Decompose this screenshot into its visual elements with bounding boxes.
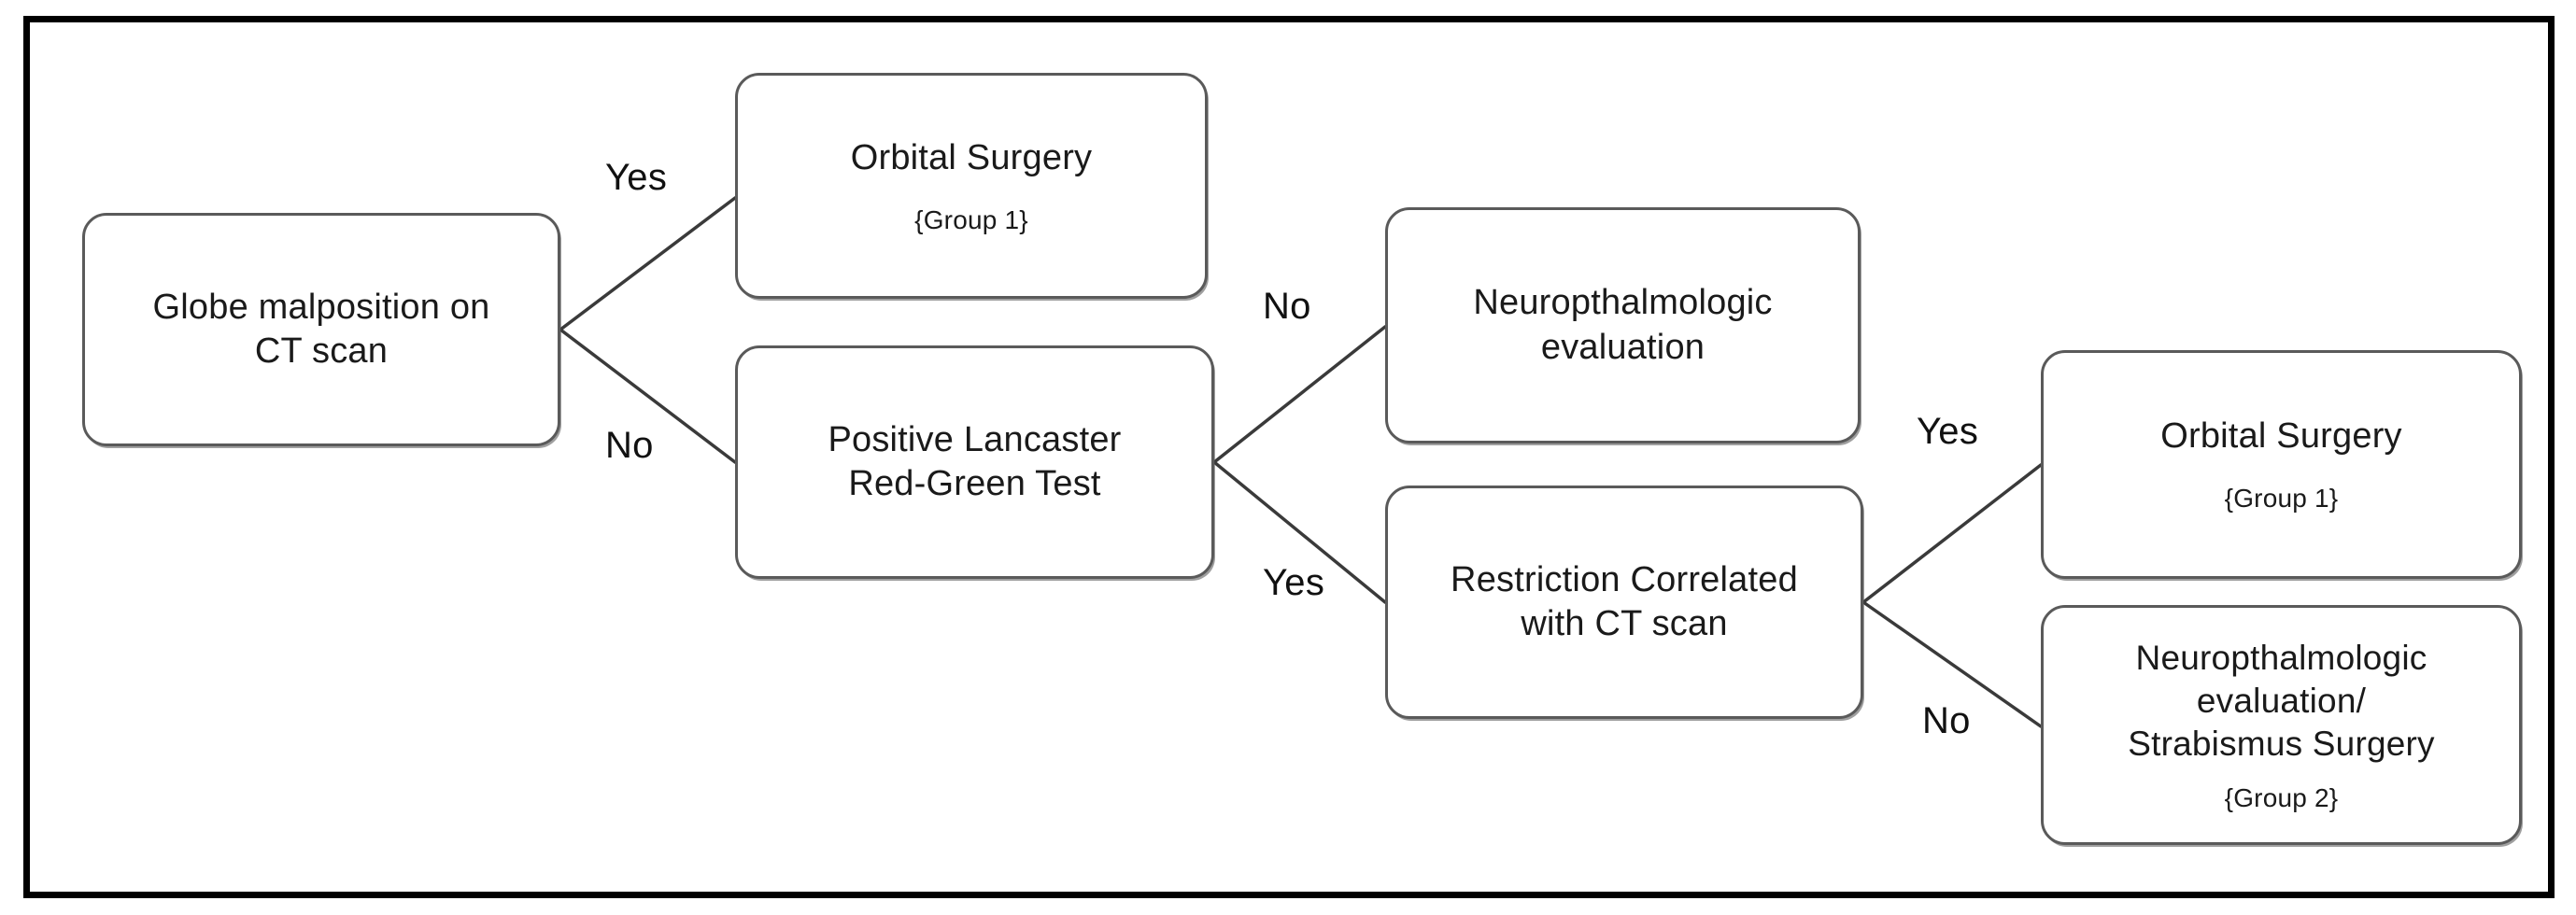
node-title: Positive Lancaster Red-Green Test — [828, 419, 1122, 503]
node-neuropthalmologic-evaluation-strabismus-surgery[interactable]: Neuropthalmologic evaluation/ Strabismus… — [2041, 605, 2522, 845]
edge-label-restriction-yes: Yes — [1917, 411, 1979, 452]
node-group-label: {Group 1} — [2224, 484, 2339, 514]
edge-label-globe-no: No — [605, 425, 654, 466]
node-group-label: {Group 1} — [914, 204, 1028, 234]
node-title: Globe malposition on CT scan — [152, 287, 490, 371]
node-neuropthalmologic-evaluation[interactable]: Neuropthalmologic evaluation — [1385, 207, 1861, 443]
edge-label-lancaster-yes: Yes — [1263, 562, 1325, 603]
node-title: Neuropthalmologic evaluation/ Strabismus… — [2128, 638, 2435, 763]
node-orbital-surgery-2[interactable]: Orbital Surgery {Group 1} — [2041, 350, 2522, 579]
node-lancaster-test[interactable]: Positive Lancaster Red-Green Test — [735, 345, 1214, 579]
node-globe-malposition[interactable]: Globe malposition on CT scan — [82, 213, 560, 446]
edge-label-lancaster-no: No — [1263, 286, 1311, 327]
node-title: Orbital Surgery — [2160, 416, 2402, 457]
node-group-label: {Group 2} — [2224, 782, 2339, 812]
node-title: Orbital Surgery — [850, 137, 1093, 177]
edge-label-globe-yes: Yes — [605, 157, 668, 198]
node-title: Restriction Correlated with CT scan — [1451, 559, 1798, 643]
node-title: Neuropthalmologic evaluation — [1473, 283, 1773, 367]
node-restriction-correlated-with-ct-scan[interactable]: Restriction Correlated with CT scan — [1385, 486, 1863, 719]
node-orbital-surgery-1[interactable]: Orbital Surgery {Group 1} — [735, 73, 1208, 299]
diagram-frame — [23, 16, 2555, 898]
edge-label-restriction-no: No — [1922, 700, 1971, 741]
